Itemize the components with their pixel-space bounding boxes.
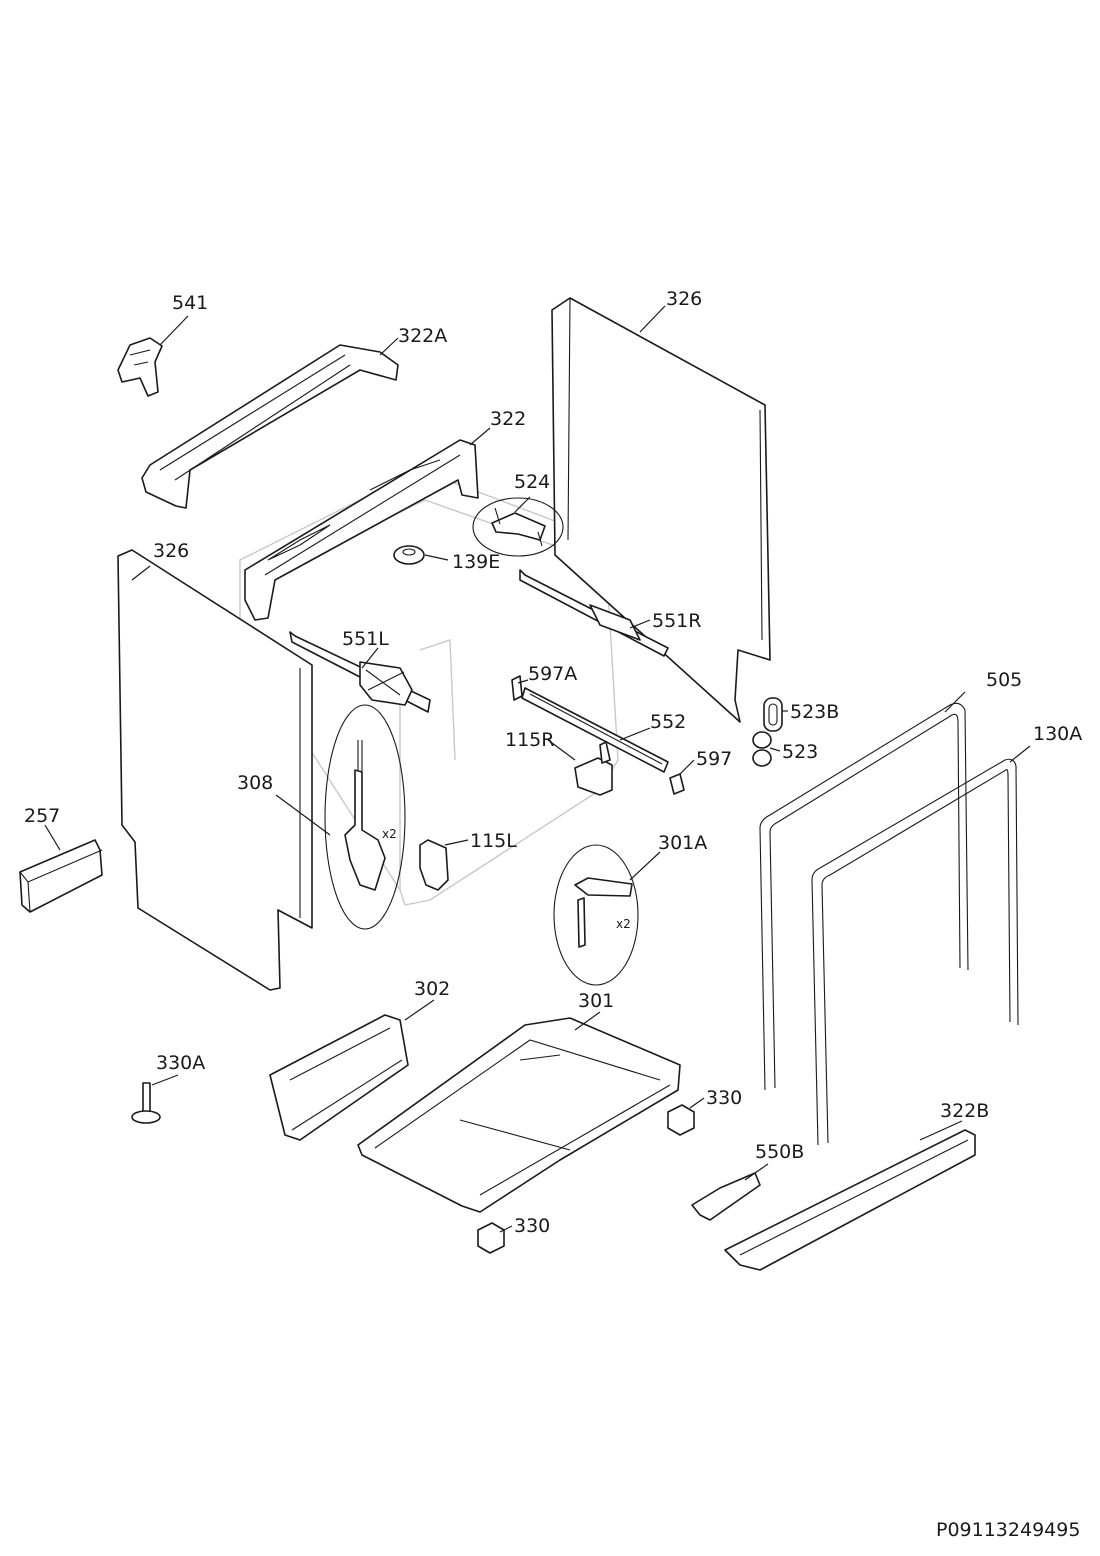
part-301-base bbox=[357, 1017, 681, 1213]
leader-lines bbox=[44, 305, 1031, 1233]
callout-301A: 301A bbox=[658, 832, 707, 854]
callout-550B: 550B bbox=[755, 1141, 804, 1163]
callout-139E: 139E bbox=[452, 551, 500, 573]
callout-326-left: 326 bbox=[153, 540, 189, 562]
part-326-left-panel bbox=[117, 549, 313, 991]
part-551L-hinge bbox=[289, 631, 431, 713]
part-541-bracket bbox=[117, 337, 163, 397]
part-551R-hinge bbox=[519, 569, 669, 657]
callout-541: 541 bbox=[172, 292, 208, 314]
part-330-nut-bottom bbox=[477, 1222, 505, 1254]
callout-301: 301 bbox=[578, 990, 614, 1012]
callout-523B: 523B bbox=[790, 701, 839, 723]
callout-330-right: 330 bbox=[706, 1087, 742, 1109]
part-322-frame bbox=[244, 439, 479, 621]
callout-597: 597 bbox=[696, 748, 732, 770]
part-523-rollers bbox=[752, 731, 772, 767]
part-597-clip bbox=[669, 773, 685, 795]
callout-326-right: 326 bbox=[666, 288, 702, 310]
callout-523: 523 bbox=[782, 741, 818, 763]
part-322B-rail bbox=[724, 1129, 976, 1271]
part-130A-seal bbox=[811, 758, 1019, 1146]
document-number: P09113249495 bbox=[936, 1519, 1080, 1541]
part-326-right-panel bbox=[551, 297, 771, 723]
part-301A-detail bbox=[553, 844, 639, 986]
part-597A-clip bbox=[511, 675, 523, 701]
part-505-seal bbox=[759, 702, 969, 1091]
part-139E-nut bbox=[393, 545, 425, 565]
callout-597A: 597A bbox=[528, 663, 577, 685]
callout-308: 308 bbox=[237, 772, 273, 794]
callout-505: 505 bbox=[986, 669, 1022, 691]
part-302-panel bbox=[269, 1014, 409, 1141]
part-115R-bracket bbox=[574, 741, 613, 796]
part-257-cover bbox=[19, 839, 103, 913]
part-330A-foot bbox=[131, 1082, 161, 1124]
part-330-nut-right bbox=[667, 1104, 695, 1136]
part-523B-grommet bbox=[763, 697, 783, 732]
callout-130A: 130A bbox=[1033, 723, 1082, 745]
callout-551R: 551R bbox=[652, 610, 701, 632]
callout-322B: 322B bbox=[940, 1100, 989, 1122]
callout-322A: 322A bbox=[398, 325, 447, 347]
part-308-detail bbox=[324, 704, 406, 930]
callout-322: 322 bbox=[490, 408, 526, 430]
part-115L-bracket bbox=[419, 839, 449, 891]
quantity-note-301A: x2 bbox=[616, 917, 631, 931]
callout-257: 257 bbox=[24, 805, 60, 827]
callout-302: 302 bbox=[414, 978, 450, 1000]
callout-115R: 115R bbox=[505, 729, 554, 751]
part-524-detail bbox=[472, 497, 564, 557]
part-550B-bracket bbox=[691, 1172, 761, 1221]
callout-330-bottom: 330 bbox=[514, 1215, 550, 1237]
part-552-rail bbox=[521, 687, 669, 773]
callout-551L: 551L bbox=[342, 628, 389, 650]
callout-115L: 115L bbox=[470, 830, 517, 852]
part-322A-rail bbox=[141, 344, 399, 509]
callout-524: 524 bbox=[514, 471, 550, 493]
quantity-note-308: x2 bbox=[382, 827, 397, 841]
callout-552: 552 bbox=[650, 711, 686, 733]
callout-labels: 541 322A 326 322 524 326 139E 551R 551L … bbox=[24, 288, 1082, 1541]
callout-330A: 330A bbox=[156, 1052, 205, 1074]
